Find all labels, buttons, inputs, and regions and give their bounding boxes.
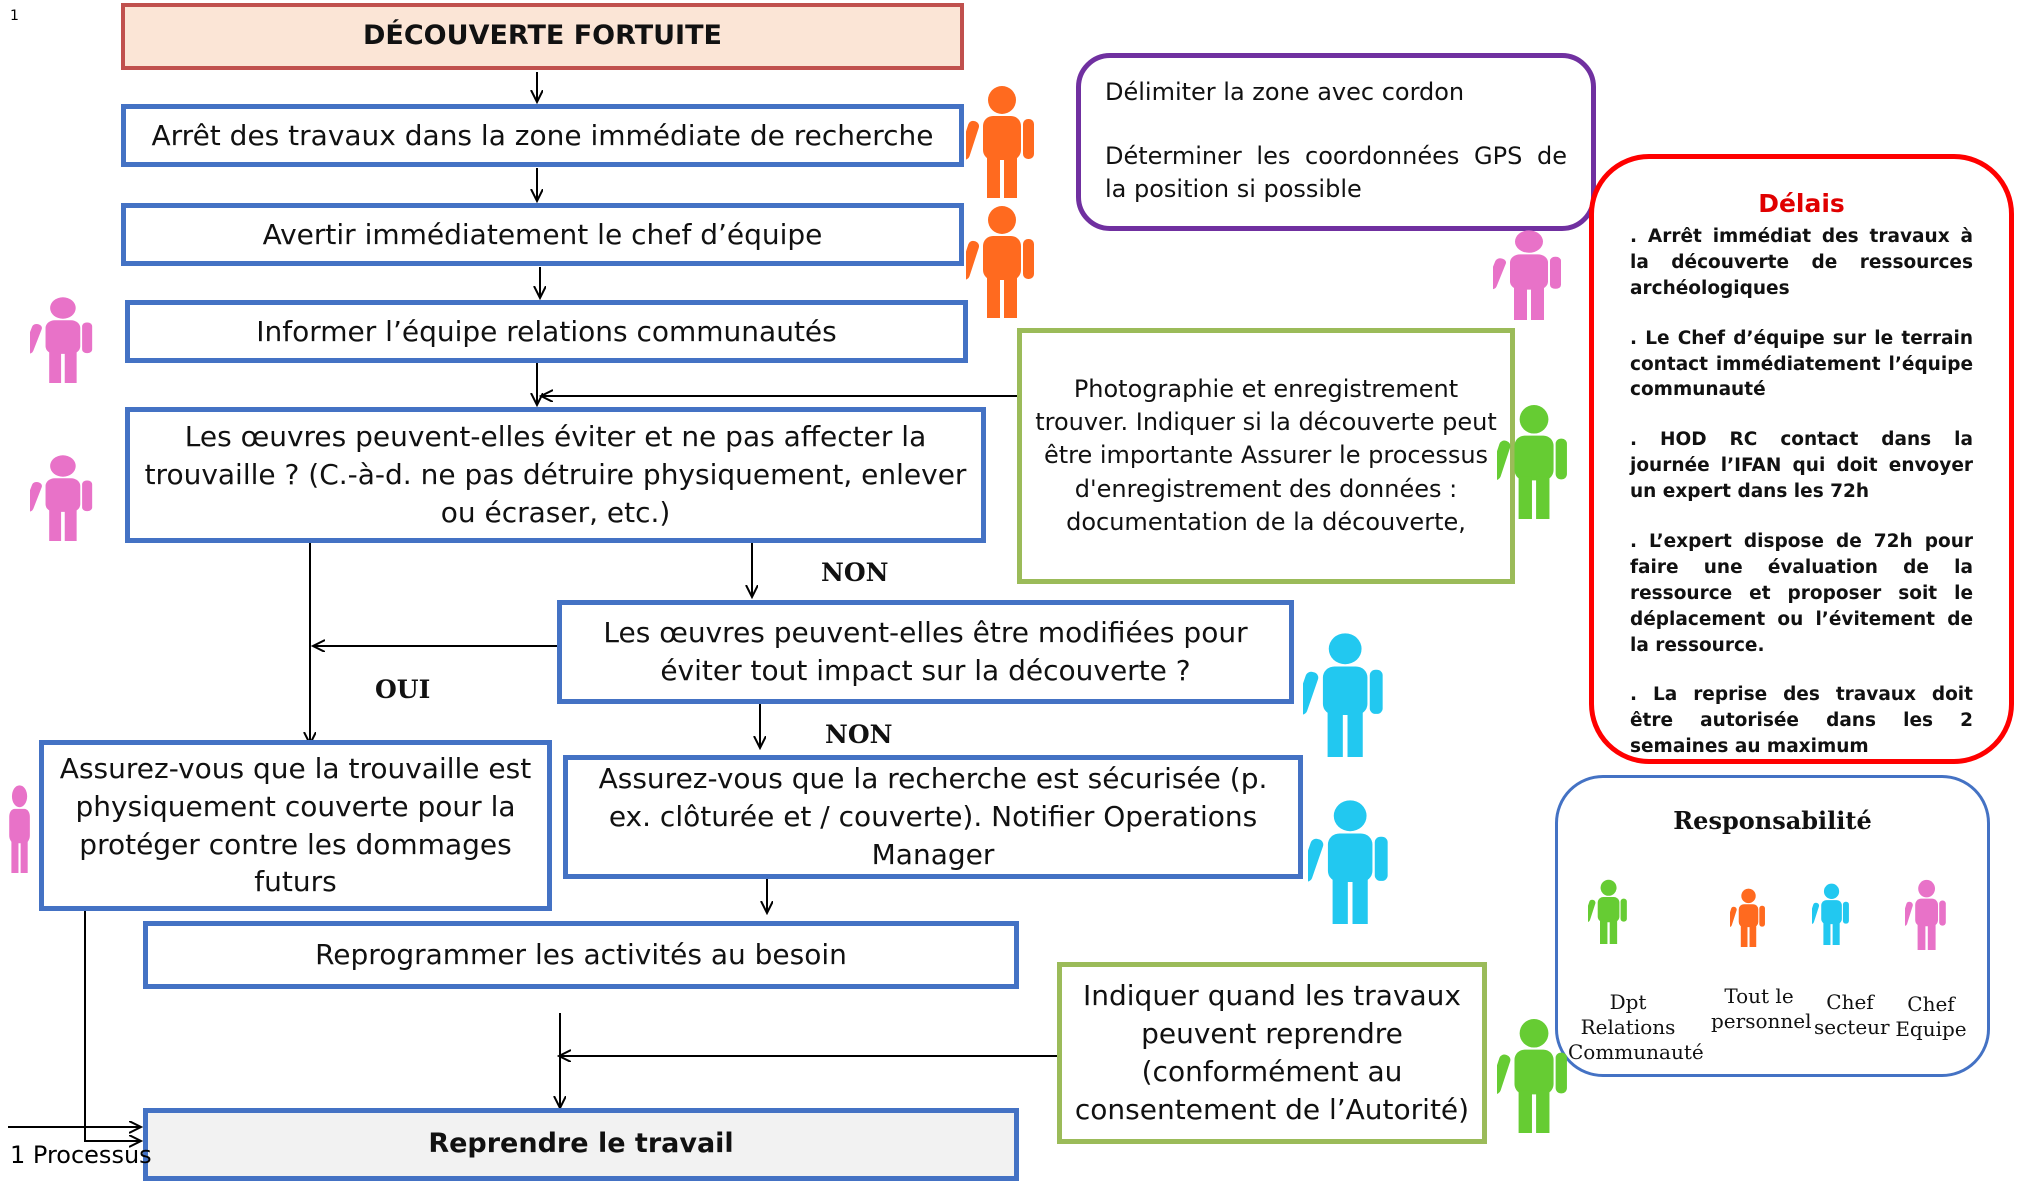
step-protect-find: Assurez-vous que la trouvaille est physi…	[39, 740, 552, 911]
question-avoid-find: Les œuvres peuvent-elles éviter et ne pa…	[125, 407, 986, 543]
person-icon-green	[1497, 405, 1567, 519]
delimit-line-2: Déterminer les coordonnées GPS de la pos…	[1105, 141, 1567, 204]
step-reschedule: Reprogrammer les activités au besoin	[143, 921, 1019, 989]
legend-label-team-chief: Chef Equipe	[1895, 992, 1967, 1041]
indicate-resume-box: Indiquer quand les travaux peuvent repre…	[1057, 962, 1487, 1144]
legend-icon-pink	[1905, 879, 1946, 950]
label-oui: OUI	[375, 675, 431, 704]
person-icon-cyan	[1308, 800, 1388, 924]
legend-label-all-staff: Tout le personnel	[1711, 984, 1812, 1033]
person-icon-cyan	[1303, 633, 1383, 757]
delais-box: Délais . Arrêt immédiat des travaux à la…	[1589, 154, 2014, 764]
delais-item: . Arrêt immédiat des travaux à la découv…	[1630, 226, 1973, 299]
step-stop-work: Arrêt des travaux dans la zone immédiate…	[121, 104, 964, 167]
footnote-marker: 1	[10, 8, 19, 24]
legend-label-community: Dpt Relations Communauté	[1568, 990, 1704, 1064]
delimit-line-1: Délimiter la zone avec cordon	[1105, 78, 1465, 106]
legend-icon-cyan	[1812, 883, 1849, 945]
title-box: DÉCOUVERTE FORTUITE	[121, 3, 964, 70]
delais-item: . L’expert dispose de 72h pour faire une…	[1630, 531, 1973, 656]
person-icon-pink	[30, 297, 93, 383]
person-icon-pink	[1493, 230, 1561, 320]
delais-item: . La reprise des travaux doit être autor…	[1630, 684, 1973, 758]
label-non-1: NON	[821, 558, 889, 587]
person-icon-orange	[966, 206, 1034, 318]
footnote-text: 1 Processus	[10, 1141, 152, 1169]
legend-icon-orange	[1730, 888, 1765, 947]
step-secure-area: Assurez-vous que la recherche est sécuri…	[563, 755, 1303, 879]
step-inform-community: Informer l’équipe relations communautés	[125, 300, 968, 363]
delais-item: . Le Chef d’équipe sur le terrain contac…	[1630, 327, 1973, 401]
delimit-zone-box: Délimiter la zone avec cordon Déterminer…	[1076, 53, 1596, 231]
person-icon-orange	[966, 86, 1034, 198]
step-alert-chief: Avertir immédiatement le chef d’équipe	[121, 203, 964, 266]
person-icon-pink	[30, 455, 93, 541]
legend-icon-green	[1588, 879, 1627, 944]
responsibility-title: Responsabilité	[1673, 806, 1872, 835]
photo-record-box: Photographie et enregistrement trouver. …	[1017, 328, 1515, 584]
person-icon-green	[1497, 1019, 1567, 1133]
delais-title: Délais	[1758, 189, 1845, 218]
question-modify-works: Les œuvres peuvent-elles être modifiées …	[557, 600, 1294, 704]
label-non-2: NON	[825, 720, 893, 749]
responsibility-legend: Responsabilité Dpt Relations Communauté …	[1555, 775, 1990, 1077]
person-icon-pink	[9, 785, 30, 873]
legend-label-sector-chief: Chef secteur	[1814, 990, 1890, 1039]
step-resume-work: Reprendre le travail	[143, 1108, 1019, 1181]
delais-item: . HOD RC contact dans la journée l’IFAN …	[1630, 429, 1973, 503]
